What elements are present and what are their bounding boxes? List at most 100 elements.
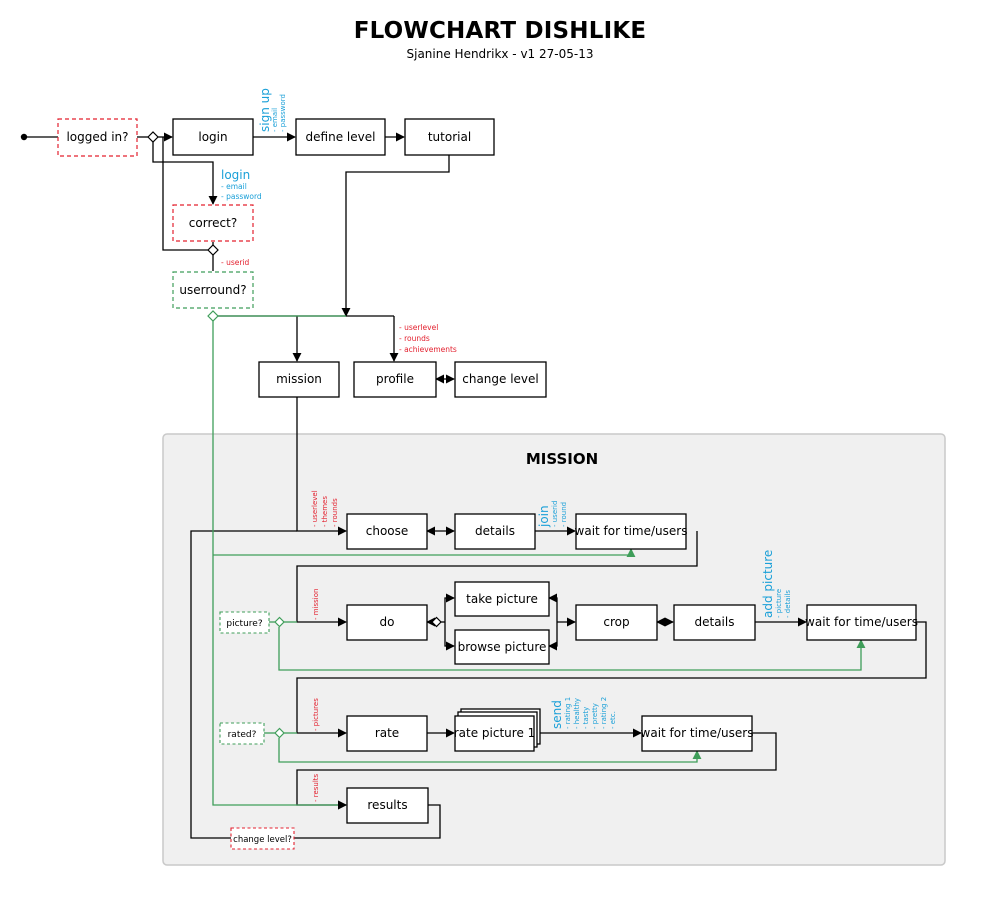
node-details-1[interactable] xyxy=(454,513,536,550)
label-join: join - userid - round xyxy=(537,501,568,528)
node-choose-label: choose xyxy=(366,524,409,538)
decision-diamond-userround xyxy=(207,310,219,322)
node-rate-picture[interactable] xyxy=(454,715,535,752)
page-title: FLOWCHART DISHLIKE xyxy=(353,18,647,44)
node-tutorial[interactable] xyxy=(404,118,495,156)
label-send-item-0: - rating 1 xyxy=(564,697,572,729)
label-sign-up-item-1: - password xyxy=(279,94,287,132)
label-login-data-item-1: - password xyxy=(221,192,262,201)
node-picture-q[interactable] xyxy=(219,611,270,634)
start-node xyxy=(20,133,28,141)
node-mission-label: mission xyxy=(276,372,322,386)
node-define-level[interactable] xyxy=(295,118,386,156)
node-change-level-q-label: change level? xyxy=(233,835,292,845)
node-wait-3-label: wait for time/users xyxy=(641,726,754,740)
node-login-label: login xyxy=(198,130,227,144)
label-login-data-title: login xyxy=(221,168,250,182)
node-rate-label: rate xyxy=(375,726,399,740)
label-userid: - userid xyxy=(221,258,250,267)
label-profile-data: - userlevel - rounds - achievements xyxy=(399,323,457,354)
node-picture-q-label: picture? xyxy=(226,619,262,629)
label-pictures-data: - pictures xyxy=(312,698,320,731)
node-userround[interactable] xyxy=(172,271,254,309)
node-userround-label: userround? xyxy=(179,283,246,297)
node-browse-picture[interactable] xyxy=(454,629,550,665)
node-crop-label: crop xyxy=(603,615,629,629)
label-send-item-1: - healthy xyxy=(573,698,581,729)
node-logged-in-label: logged in? xyxy=(66,130,128,144)
node-wait-2[interactable] xyxy=(806,604,917,641)
node-details-2-label: details xyxy=(695,615,735,629)
node-rate[interactable] xyxy=(346,715,428,752)
node-correct-label: correct? xyxy=(189,216,237,230)
node-profile[interactable] xyxy=(353,361,437,398)
node-login[interactable] xyxy=(172,118,254,156)
node-take-picture[interactable] xyxy=(454,581,550,617)
decision-diamond-rated xyxy=(274,727,285,739)
node-wait-3[interactable] xyxy=(641,715,753,752)
label-add-picture-item-0: - picture xyxy=(775,589,783,618)
node-change-level-label: change level xyxy=(462,372,539,386)
page-subtitle: Sjanine Hendrikx - v1 27-05-13 xyxy=(406,47,594,61)
node-change-level-q[interactable] xyxy=(230,827,295,850)
node-crop[interactable] xyxy=(575,604,658,641)
label-add-picture-title: add picture xyxy=(761,550,775,618)
label-sign-up: sign up - email - password xyxy=(258,88,287,132)
label-results-data: - results xyxy=(312,773,320,802)
label-add-picture: add picture - picture - details xyxy=(761,550,792,618)
node-tutorial-label: tutorial xyxy=(428,130,471,144)
node-rate-picture-label: rate picture 1 xyxy=(454,726,536,740)
node-details-2[interactable] xyxy=(673,604,756,641)
node-do[interactable] xyxy=(346,604,428,641)
label-join-item-1: - round xyxy=(560,502,568,527)
decision-diamond-correct xyxy=(207,244,219,256)
node-rated-q[interactable] xyxy=(219,722,265,745)
node-rated-q-label: rated? xyxy=(228,730,257,740)
label-send-title: send xyxy=(550,700,564,729)
label-choose-data-2: - rounds xyxy=(331,498,339,527)
decision-diamond-picture xyxy=(274,616,285,628)
label-choose-data: - userlevel - themes - rounds xyxy=(311,490,339,527)
decision-diamond-do xyxy=(431,616,442,628)
label-login-data-item-0: - email xyxy=(221,182,247,191)
node-results[interactable] xyxy=(346,787,429,824)
node-wait-1[interactable] xyxy=(575,513,687,550)
node-mission[interactable] xyxy=(258,361,340,398)
node-take-picture-label: take picture xyxy=(466,592,538,606)
label-sign-up-item-0: - email xyxy=(271,108,279,132)
mission-panel xyxy=(162,433,946,866)
label-mission-data: - mission xyxy=(312,589,320,620)
node-details-1-label: details xyxy=(475,524,515,538)
mission-panel-title: MISSION xyxy=(526,450,598,468)
node-do-label: do xyxy=(380,615,395,629)
label-sign-up-title: sign up xyxy=(258,88,272,132)
label-send-item-2: - tasty xyxy=(582,707,590,729)
label-profile-data-1: - rounds xyxy=(399,334,430,343)
node-change-level[interactable] xyxy=(454,361,547,398)
label-send-item-3: - pretty xyxy=(591,703,599,729)
label-send-item-5: - etc. xyxy=(609,711,617,729)
connectors-black xyxy=(24,132,927,839)
label-add-picture-item-1: - details xyxy=(784,590,792,618)
decision-diamond-login xyxy=(147,131,159,143)
node-define-level-label: define level xyxy=(306,130,376,144)
node-correct[interactable] xyxy=(172,204,254,242)
node-browse-picture-label: browse picture xyxy=(458,640,547,654)
label-join-title: join xyxy=(537,505,551,528)
label-login-data: login - email - password xyxy=(221,168,262,201)
label-join-item-0: - userid xyxy=(551,501,559,527)
node-logged-in[interactable] xyxy=(57,118,138,157)
label-choose-data-0: - userlevel xyxy=(311,490,319,527)
connectors-green xyxy=(212,315,866,810)
label-profile-data-2: - achievements xyxy=(399,345,457,354)
label-send-item-4: - rating 2 xyxy=(600,697,608,729)
node-wait-2-label: wait for time/users xyxy=(805,615,918,629)
label-send: send - rating 1 - healthy - tasty - pret… xyxy=(550,697,617,729)
node-choose[interactable] xyxy=(346,513,428,550)
label-choose-data-1: - themes xyxy=(321,496,329,527)
label-profile-data-0: - userlevel xyxy=(399,323,438,332)
node-profile-label: profile xyxy=(376,372,414,386)
node-results-label: results xyxy=(367,798,407,812)
node-wait-1-label: wait for time/users xyxy=(575,524,688,538)
